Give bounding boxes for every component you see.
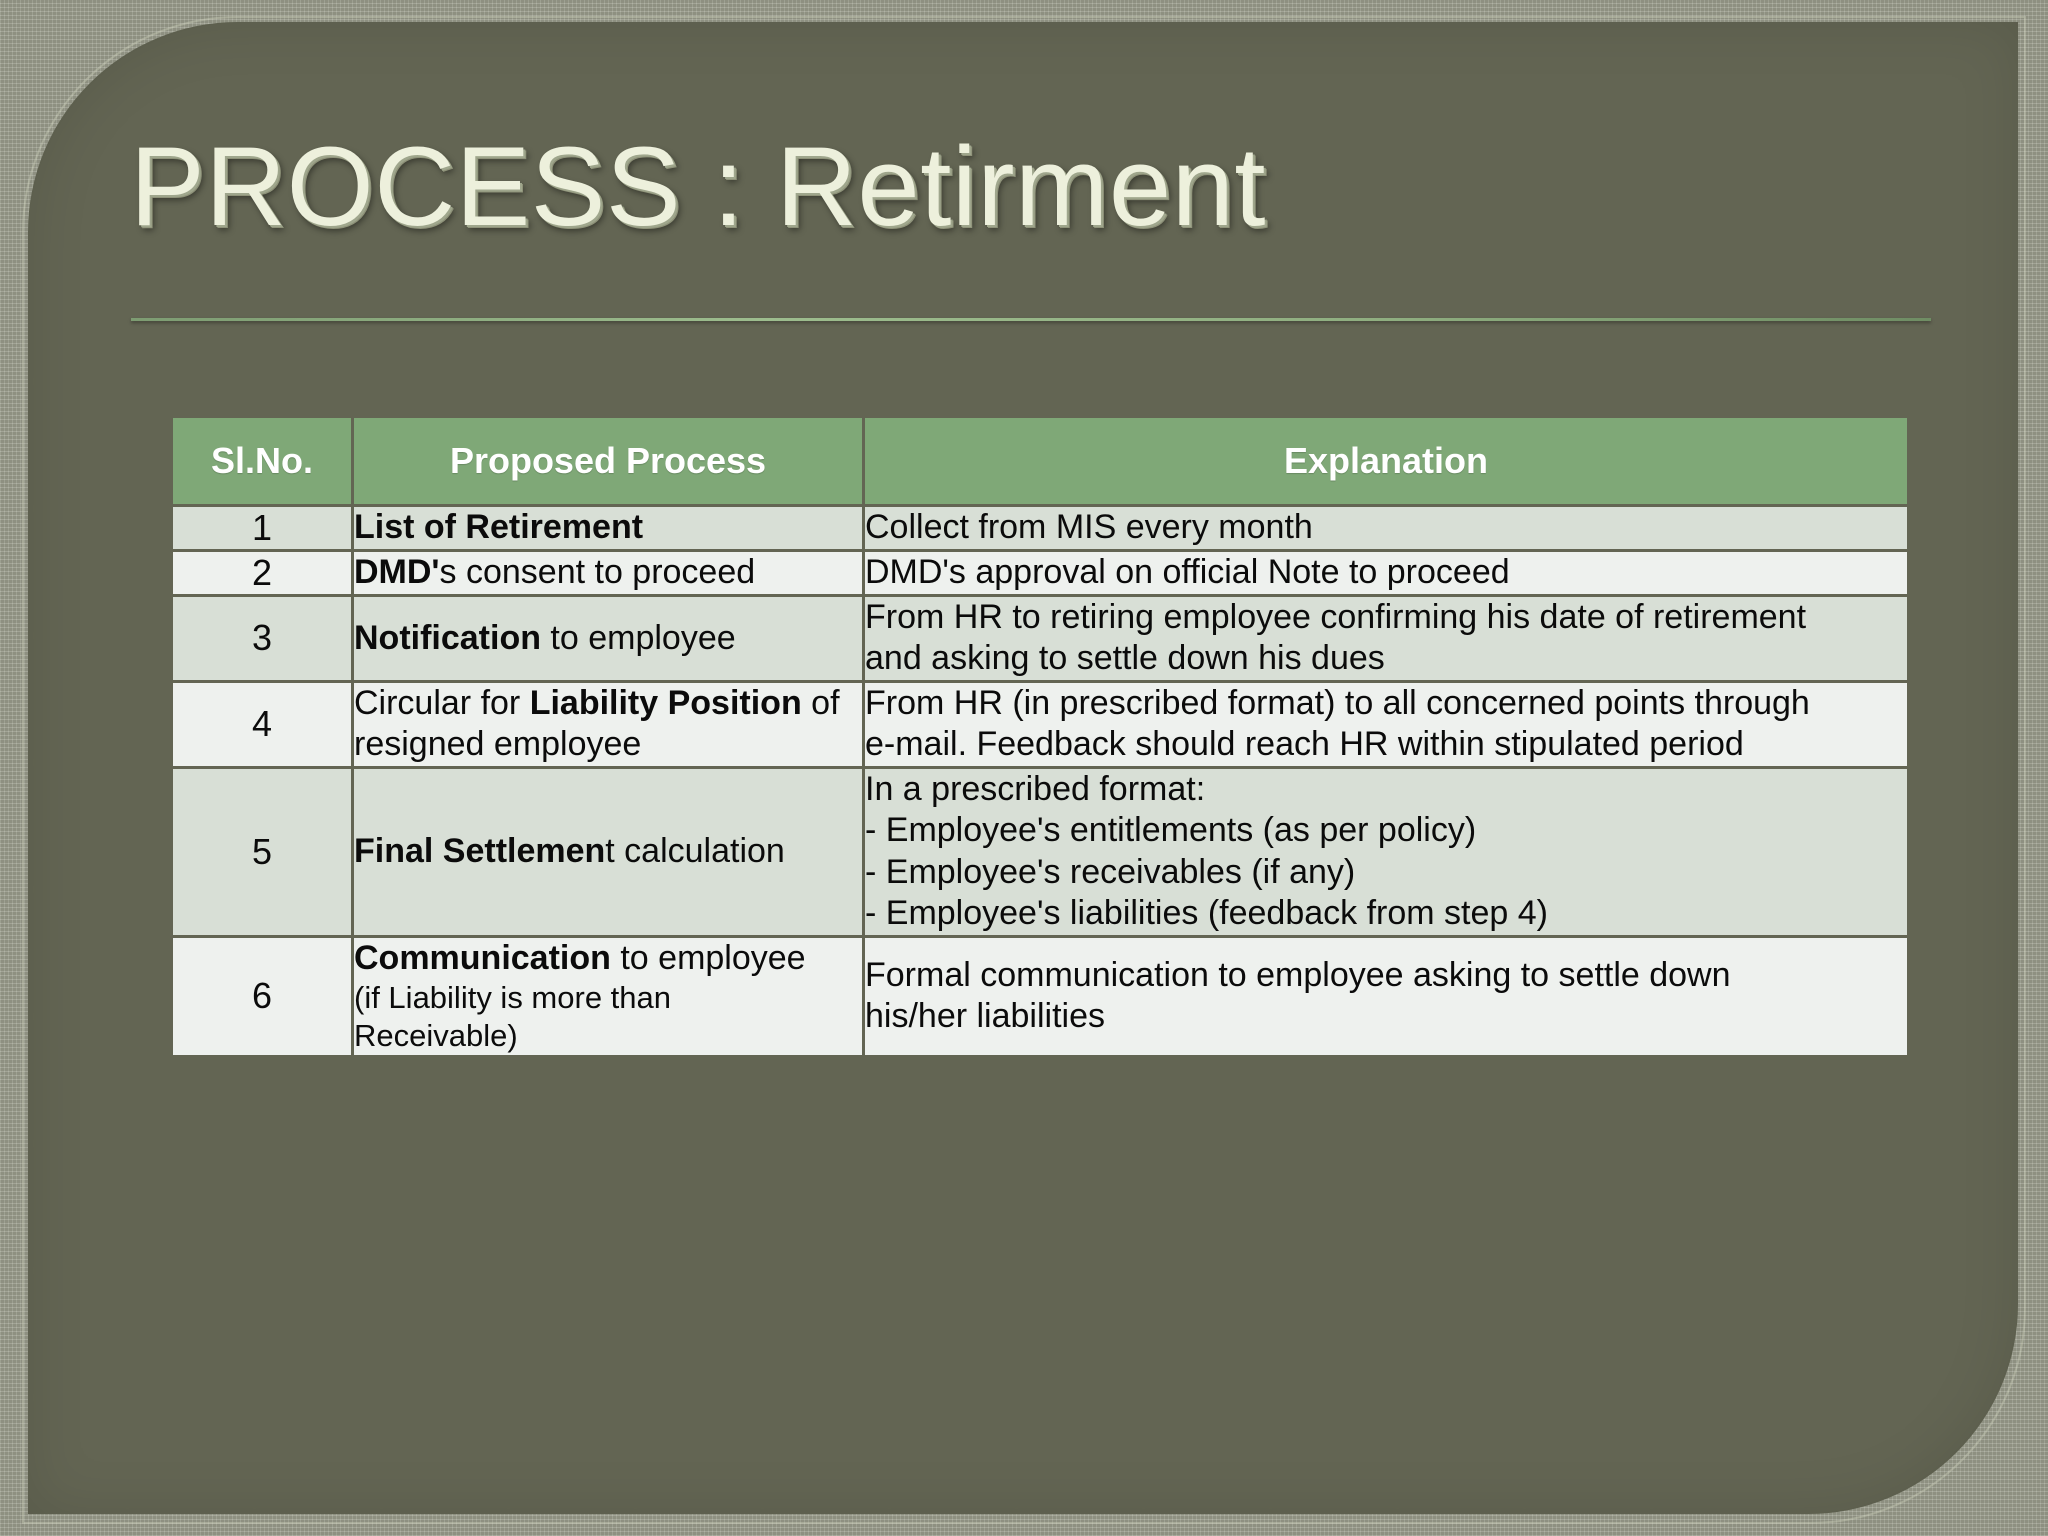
explanation-line: e-mail. Feedback should reach HR within … xyxy=(865,725,1744,764)
process-prefix-text: Circular for xyxy=(354,683,530,722)
page-title: PROCESS : Retirment xyxy=(130,124,1267,249)
process-bold-text: Communication xyxy=(354,938,611,977)
cell-proposed-process: Notification to employee xyxy=(354,597,862,680)
explanation-line: Formal communication to employee asking … xyxy=(865,955,1731,994)
slide-panel xyxy=(28,22,2018,1514)
cell-proposed-process: Circular for Liability Position of resig… xyxy=(354,682,862,766)
title-divider xyxy=(131,318,1931,321)
explanation-line: and asking to settle down his dues xyxy=(865,639,1385,678)
process-rest-text: to employee xyxy=(540,618,736,657)
table-header: Sl.No. Proposed Process Explanation xyxy=(173,418,1907,504)
cell-explanation: In a prescribed format: - Employee's ent… xyxy=(865,768,1907,935)
explanation-line: From HR (in prescribed format) to all co… xyxy=(865,683,1810,722)
process-table: Sl.No. Proposed Process Explanation 1 Li… xyxy=(170,415,1910,1058)
explanation-line: In a prescribed format: xyxy=(865,769,1206,808)
process-rest-text: to employee xyxy=(610,938,806,977)
table-row: 6 Communication to employee (if Liabilit… xyxy=(173,937,1907,1055)
cell-sl-no: 2 xyxy=(173,552,351,594)
cell-proposed-process: DMD's consent to proceed xyxy=(354,552,862,594)
cell-sl-no: 1 xyxy=(173,507,351,549)
process-bold-text: Liability Position xyxy=(529,683,802,722)
cell-sl-no: 6 xyxy=(173,937,351,1055)
explanation-line: - Employee's liabilities (feedback from … xyxy=(865,894,1548,933)
cell-proposed-process: Communication to employee (if Liability … xyxy=(354,937,862,1055)
table-header-row: Sl.No. Proposed Process Explanation xyxy=(173,418,1907,504)
cell-proposed-process: List of Retirement xyxy=(354,507,862,549)
explanation-line: - Employee's entitlements (as per policy… xyxy=(865,811,1477,850)
process-bold-text: List of Retirement xyxy=(354,508,644,547)
process-bold-text: DMD' xyxy=(354,553,440,592)
cell-explanation: From HR to retiring employee confirming … xyxy=(865,597,1907,680)
explanation-line: Collect from MIS every month xyxy=(865,508,1313,547)
table-row: 5 Final Settlement calculation In a pres… xyxy=(173,768,1907,935)
process-bold-text: Final Settlemen xyxy=(354,832,606,871)
explanation-line: his/her liabilities xyxy=(865,997,1105,1036)
cell-explanation: DMD's approval on official Note to proce… xyxy=(865,552,1907,594)
table-row: 2 DMD's consent to proceed DMD's approva… xyxy=(173,552,1907,594)
column-header-proposed-process: Proposed Process xyxy=(354,418,862,504)
process-note-line: Receivable) xyxy=(354,1018,518,1054)
explanation-line: - Employee's receivables (if any) xyxy=(865,852,1356,891)
cell-explanation: From HR (in prescribed format) to all co… xyxy=(865,682,1907,766)
cell-explanation: Collect from MIS every month xyxy=(865,507,1907,549)
table-row: 1 List of Retirement Collect from MIS ev… xyxy=(173,507,1907,549)
table-row: 4 Circular for Liability Position of res… xyxy=(173,682,1907,766)
cell-sl-no: 4 xyxy=(173,682,351,766)
process-rest-text: t calculation xyxy=(605,832,785,871)
table-row: 3 Notification to employee From HR to re… xyxy=(173,597,1907,680)
process-bold-text: Notification xyxy=(354,618,541,657)
table-body: 1 List of Retirement Collect from MIS ev… xyxy=(173,507,1907,1055)
process-rest-text: of resigned employee xyxy=(354,683,840,764)
column-header-explanation: Explanation xyxy=(865,418,1907,504)
explanation-line: DMD's approval on official Note to proce… xyxy=(865,553,1510,592)
cell-sl-no: 5 xyxy=(173,768,351,935)
process-note-line: (if Liability is more than xyxy=(354,980,672,1016)
process-table-container: Sl.No. Proposed Process Explanation 1 Li… xyxy=(170,415,1910,1058)
explanation-line: From HR to retiring employee confirming … xyxy=(865,598,1807,636)
process-title-line: Communication to employee xyxy=(354,938,862,979)
process-rest-text: s consent to proceed xyxy=(439,553,756,592)
cell-explanation: Formal communication to employee asking … xyxy=(865,937,1907,1055)
column-header-sl-no: Sl.No. xyxy=(173,418,351,504)
cell-proposed-process: Final Settlement calculation xyxy=(354,768,862,935)
cell-sl-no: 3 xyxy=(173,597,351,680)
